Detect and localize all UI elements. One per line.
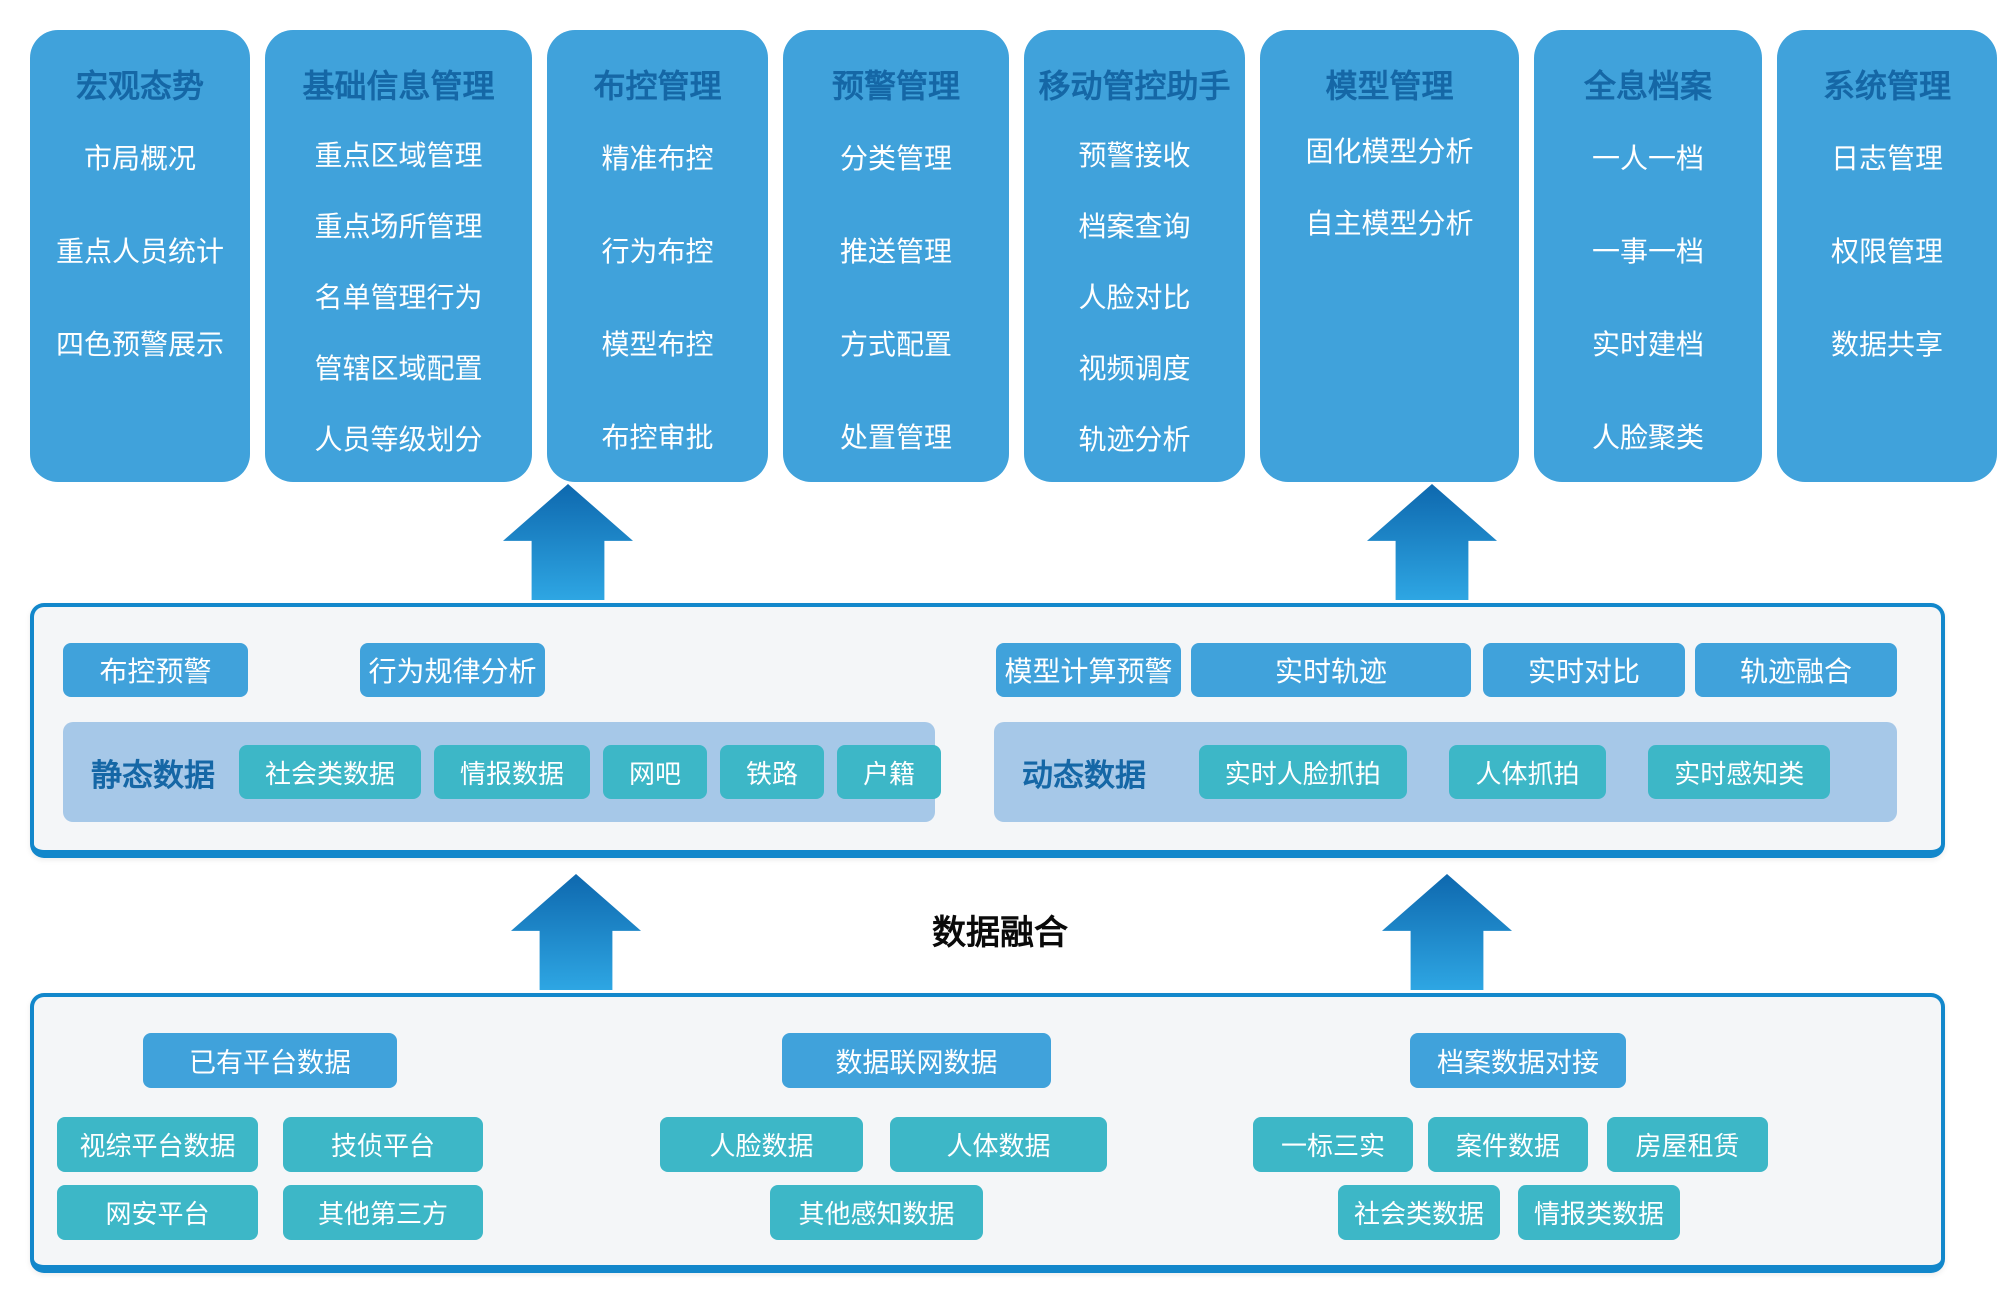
module-item: 四色预警展示 [55, 327, 224, 361]
module-items: 预警接收 档案查询 人脸对比 视频调度 轨迹分析 [1024, 118, 1245, 473]
module-column-holographic-archive: 全息档案 一人一档 一事一档 实时建档 人脸聚类 [1534, 30, 1762, 482]
analysis-layer-box: 布控预警 行为规律分析 模型计算预警 实时轨迹 实时对比 轨迹融合 静态数据 社… [30, 603, 1945, 858]
data-fusion-label: 数据融合 [932, 913, 1068, 953]
data-chip: 技侦平台 [283, 1117, 483, 1172]
module-item: 行为布控 [601, 234, 714, 268]
module-items: 分类管理 推送管理 方式配置 处置管理 [783, 110, 1009, 482]
module-item: 预警接收 [1078, 138, 1191, 172]
module-column-model-management: 模型管理 固化模型分析 自主模型分析 [1260, 30, 1519, 482]
module-item: 分类管理 [839, 141, 952, 175]
module-column-alert-management: 预警管理 分类管理 推送管理 方式配置 处置管理 [783, 30, 1009, 482]
module-item: 精准布控 [601, 141, 714, 175]
module-item: 人员等级划分 [314, 422, 483, 456]
data-group-header: 档案数据对接 [1410, 1033, 1626, 1088]
analysis-button: 实时对比 [1483, 643, 1685, 697]
module-item: 一人一档 [1591, 141, 1704, 175]
module-items: 固化模型分析 自主模型分析 [1260, 114, 1519, 258]
module-item: 轨迹分析 [1078, 422, 1191, 456]
module-items: 日志管理 权限管理 数据共享 [1777, 110, 1997, 389]
module-item: 视频调度 [1078, 351, 1191, 385]
module-item: 人脸聚类 [1591, 420, 1704, 454]
static-data-label: 静态数据 [91, 757, 215, 794]
data-source-layer-box: 已有平台数据 数据联网数据 档案数据对接 视综平台数据 技侦平台 网安平台 其他… [30, 993, 1945, 1273]
module-item: 日志管理 [1830, 141, 1943, 175]
static-data-chips: 社会类数据 情报数据 网吧 铁路 户籍 [239, 745, 942, 799]
up-arrow-icon [503, 484, 633, 600]
module-item: 重点人员统计 [55, 234, 224, 268]
module-item: 固化模型分析 [1305, 135, 1474, 168]
analysis-button: 布控预警 [63, 643, 248, 697]
data-chip: 网吧 [603, 745, 708, 799]
data-chip: 人体抓拍 [1449, 745, 1606, 799]
module-item: 一事一档 [1591, 234, 1704, 268]
module-item: 重点区域管理 [314, 138, 483, 172]
module-item: 数据共享 [1830, 327, 1943, 361]
module-column-basic-info: 基础信息管理 重点区域管理 重点场所管理 名单管理行为 管辖区域配置 人员等级划… [265, 30, 532, 482]
data-chip: 人体数据 [890, 1117, 1107, 1172]
data-chip: 实时感知类 [1648, 745, 1831, 799]
module-items: 精准布控 行为布控 模型布控 布控审批 [547, 110, 768, 482]
module-title: 全息档案 [1583, 67, 1712, 105]
module-columns-row: 宏观态势 市局概况 重点人员统计 四色预警展示 基础信息管理 重点区域管理 重点… [30, 30, 1997, 482]
module-item: 模型布控 [601, 327, 714, 361]
analysis-button: 轨迹融合 [1695, 643, 1897, 697]
data-group-header: 数据联网数据 [782, 1033, 1051, 1088]
module-items: 重点区域管理 重点场所管理 名单管理行为 管辖区域配置 人员等级划分 [265, 118, 532, 473]
module-item: 管辖区域配置 [314, 351, 483, 385]
module-item: 重点场所管理 [314, 209, 483, 243]
module-item: 实时建档 [1591, 327, 1704, 361]
data-chip: 视综平台数据 [57, 1117, 258, 1172]
data-chip: 铁路 [720, 745, 825, 799]
analysis-button: 行为规律分析 [360, 643, 545, 697]
up-arrow-icon [1367, 484, 1497, 600]
module-item: 自主模型分析 [1305, 207, 1474, 240]
data-chip: 其他第三方 [283, 1185, 483, 1240]
module-item: 市局概况 [83, 141, 196, 175]
static-data-band: 静态数据 社会类数据 情报数据 网吧 铁路 户籍 [63, 722, 942, 822]
dynamic-data-label: 动态数据 [1022, 757, 1146, 794]
module-item: 档案查询 [1078, 209, 1191, 243]
module-title: 模型管理 [1325, 67, 1454, 105]
module-item: 名单管理行为 [314, 280, 483, 314]
module-item: 处置管理 [839, 420, 952, 454]
data-chip: 网安平台 [57, 1185, 258, 1240]
module-items: 一人一档 一事一档 实时建档 人脸聚类 [1534, 110, 1762, 482]
up-arrow-icon [1382, 874, 1512, 990]
module-title: 移动管控助手 [1038, 67, 1231, 105]
data-chip: 房屋租赁 [1607, 1117, 1768, 1172]
module-title: 基础信息管理 [302, 67, 495, 105]
module-title: 宏观态势 [75, 67, 204, 105]
module-item: 布控审批 [601, 420, 714, 454]
module-item: 推送管理 [839, 234, 952, 268]
module-title: 布控管理 [593, 67, 722, 105]
dynamic-data-band: 动态数据 实时人脸抓拍 人体抓拍 实时感知类 [994, 722, 1897, 822]
data-chip: 其他感知数据 [770, 1185, 983, 1240]
data-chip: 情报类数据 [1518, 1185, 1680, 1240]
module-title: 系统管理 [1822, 67, 1951, 105]
module-column-surveillance: 布控管理 精准布控 行为布控 模型布控 布控审批 [547, 30, 768, 482]
data-chip: 户籍 [837, 745, 942, 799]
data-group-header: 已有平台数据 [143, 1033, 397, 1088]
module-column-mobile-assistant: 移动管控助手 预警接收 档案查询 人脸对比 视频调度 轨迹分析 [1024, 30, 1245, 482]
module-item: 方式配置 [839, 327, 952, 361]
module-item: 人脸对比 [1078, 280, 1191, 314]
dynamic-data-chips: 实时人脸抓拍 人体抓拍 实时感知类 [1156, 745, 1873, 799]
module-column-macro-situation: 宏观态势 市局概况 重点人员统计 四色预警展示 [30, 30, 250, 482]
data-chip: 情报数据 [434, 745, 591, 799]
analysis-button: 模型计算预警 [996, 643, 1181, 697]
data-chip: 案件数据 [1428, 1117, 1588, 1172]
module-item: 权限管理 [1830, 234, 1943, 268]
up-arrow-icon [511, 874, 641, 990]
module-title: 预警管理 [831, 67, 960, 105]
module-items: 市局概况 重点人员统计 四色预警展示 [30, 110, 250, 389]
data-chip: 一标三实 [1253, 1117, 1413, 1172]
data-chip: 实时人脸抓拍 [1198, 745, 1407, 799]
analysis-button: 实时轨迹 [1191, 643, 1471, 697]
data-chip: 人脸数据 [660, 1117, 863, 1172]
data-chip: 社会类数据 [239, 745, 422, 799]
module-column-system-management: 系统管理 日志管理 权限管理 数据共享 [1777, 30, 1997, 482]
data-chip: 社会类数据 [1338, 1185, 1500, 1240]
